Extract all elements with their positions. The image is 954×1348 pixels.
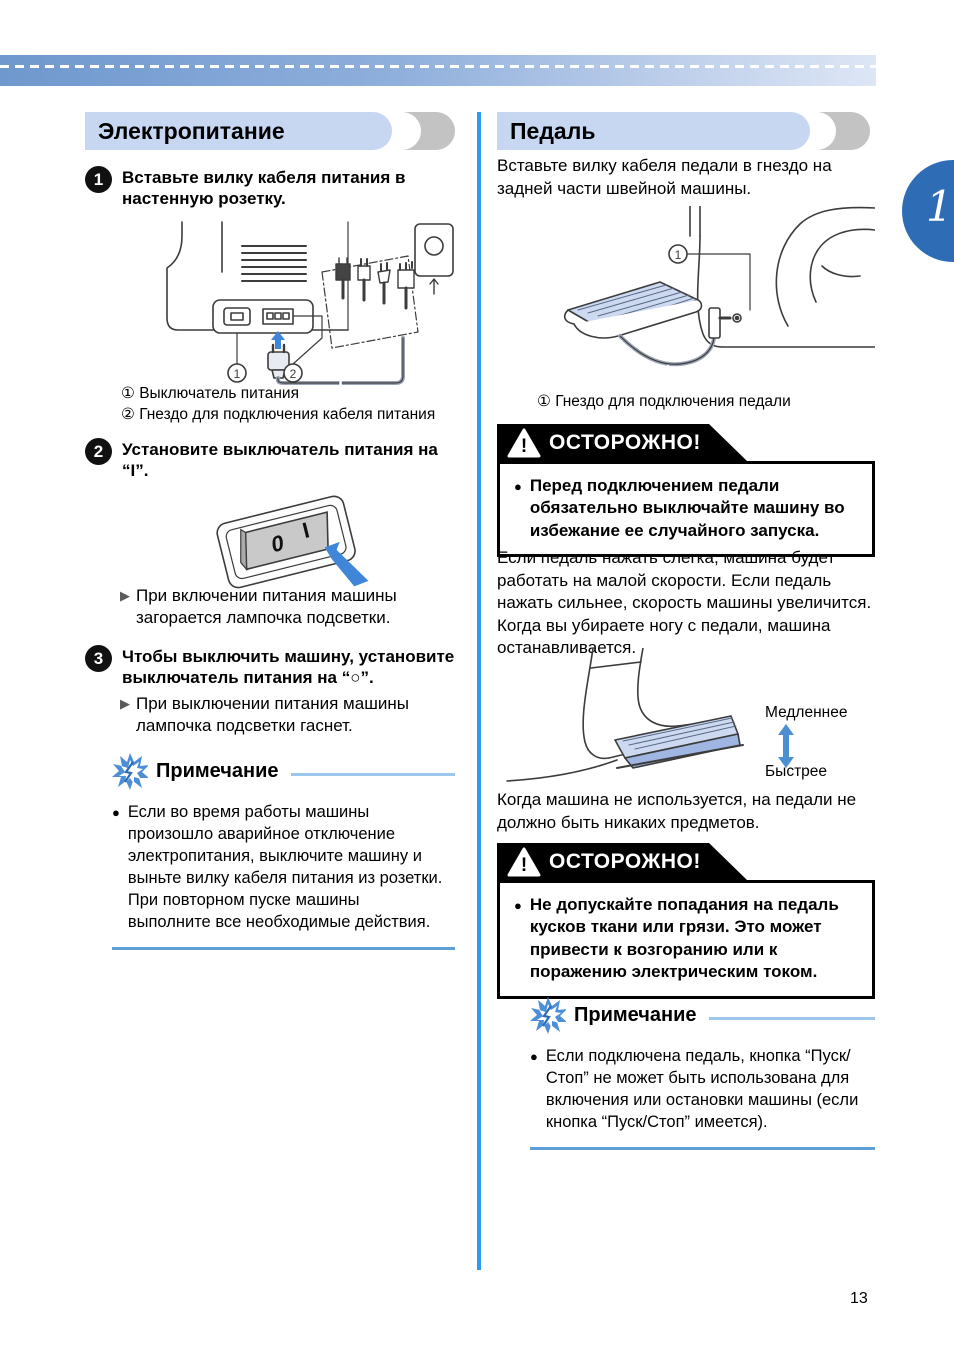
section-header-power: Электропитание: [85, 112, 455, 150]
note-starburst-icon: [530, 997, 566, 1034]
warning-exclamation: !: [521, 855, 527, 876]
pedal-speed-text: Если педаль нажать слегка, машина будет …: [497, 548, 872, 658]
page-number: 13: [850, 1290, 868, 1307]
step-2: 2 Установите выключатель питания на “I”.: [85, 438, 455, 482]
note-bottom-rule: [530, 1146, 875, 1150]
warning-2-text: Не допускайте попадания на педаль кусков…: [529, 895, 839, 982]
top-decorative-bar: [0, 55, 876, 86]
step-3-result: ▶ При выключении питания машины лампочка…: [120, 693, 450, 737]
note-pedal: Примечание ● Если подключена педаль, кно…: [530, 996, 875, 1150]
foot-pedal-diagram: [506, 648, 744, 782]
diagram1-callout-1: 1: [234, 367, 241, 381]
warning-1: ! ОСТОРОЖНО! ● Перед подключением педали…: [497, 424, 875, 558]
pedal-intro-text: Вставьте вилку кабеля педали в гнездо на…: [497, 156, 832, 198]
speed-double-arrow-icon: [778, 724, 794, 768]
bullet-icon: ●: [514, 898, 522, 913]
bullet-icon: ●: [112, 805, 120, 820]
pedal-diagram-label: ① Гнездо для подключения педали: [537, 393, 791, 410]
step-3: 3 Чтобы выключить машину, установите вык…: [85, 645, 455, 737]
step-2-number: 2: [85, 438, 112, 465]
note-title: Примечание: [156, 759, 279, 782]
warning-1-text: Перед подключением педали обязательно вы…: [529, 476, 845, 540]
warning-exclamation: !: [521, 436, 527, 457]
step-1: 1 Вставьте вилку кабеля питания в настен…: [85, 166, 455, 210]
power-switch-diagram: 0 I: [216, 495, 369, 589]
note-title-line: [290, 772, 455, 776]
step-1-text: Вставьте вилку кабеля питания в настенну…: [122, 168, 406, 209]
note-power: Примечание ● Если во время работы машины…: [112, 752, 455, 950]
note-bottom-rule: [112, 946, 455, 950]
column-divider: [477, 112, 481, 1270]
note-text: Если подключена педаль, кнопка “Пуск/Сто…: [545, 1047, 859, 1131]
step-3-number: 3: [85, 645, 112, 672]
chapter-number: 1: [926, 182, 953, 231]
result-marker-icon: ▶: [120, 588, 130, 603]
diagram1-label-1: ① Выключатель питания: [121, 385, 299, 402]
step-3-text: Чтобы выключить машину, установите выклю…: [122, 647, 455, 688]
switch-arrow: [324, 541, 369, 587]
warning-triangle-icon: !: [507, 428, 541, 458]
step-1-number: 1: [85, 166, 112, 193]
section-title-power: Электропитание: [98, 118, 285, 144]
power-cord-diagram: 1 2: [166, 221, 454, 385]
chapter-tab: 1: [902, 160, 954, 262]
section-header-pedal: Педаль: [497, 112, 870, 150]
diagram1-labels: ① Выключатель питания ② Гнездо для подкл…: [121, 384, 461, 426]
switch-on-label: I: [300, 517, 312, 543]
pedal-connection-diagram: 1: [563, 206, 875, 378]
warning-2-title: ОСТОРОЖНО!: [549, 849, 701, 873]
step-2-result: ▶ При включении питания машины загораетс…: [120, 585, 455, 629]
header-blue-pill: [497, 112, 810, 150]
step-2-text: Установите выключатель питания на “I”.: [122, 440, 438, 481]
step-2-result-text: При включении питания машины загорается …: [136, 586, 397, 628]
diagram1-callout-2: 2: [290, 367, 297, 381]
pedal-fast-label: Быстрее: [765, 763, 828, 780]
warning-2: ! ОСТОРОЖНО! ● Не допускайте попадания н…: [497, 843, 875, 999]
warning-1-title: ОСТОРОЖНО!: [549, 430, 701, 454]
diagram1-label-2: ② Гнездо для подключения кабеля питания: [121, 405, 436, 423]
step-3-result-text: При выключении питания машины лампочка п…: [136, 693, 409, 735]
note-text: Если во время работы машины произошло ав…: [127, 803, 443, 931]
pedal-diagram-callout-1: 1: [675, 248, 682, 262]
note-title: Примечание: [574, 1003, 697, 1026]
bullet-icon: ●: [514, 479, 522, 494]
note-starburst-icon: [112, 753, 148, 790]
pedal-slow-label: Медленнее: [765, 704, 848, 721]
bullet-icon: ●: [530, 1049, 538, 1064]
header-blue-pill: [85, 112, 392, 150]
note-title-line: [708, 1016, 875, 1020]
pedal-idle-text: Когда машина не используется, на педали …: [497, 790, 857, 832]
result-marker-icon: ▶: [120, 695, 130, 711]
top-bar-dashed-line: [0, 65, 876, 68]
section-title-pedal: Педаль: [510, 118, 596, 144]
warning-triangle-icon: !: [507, 847, 541, 877]
